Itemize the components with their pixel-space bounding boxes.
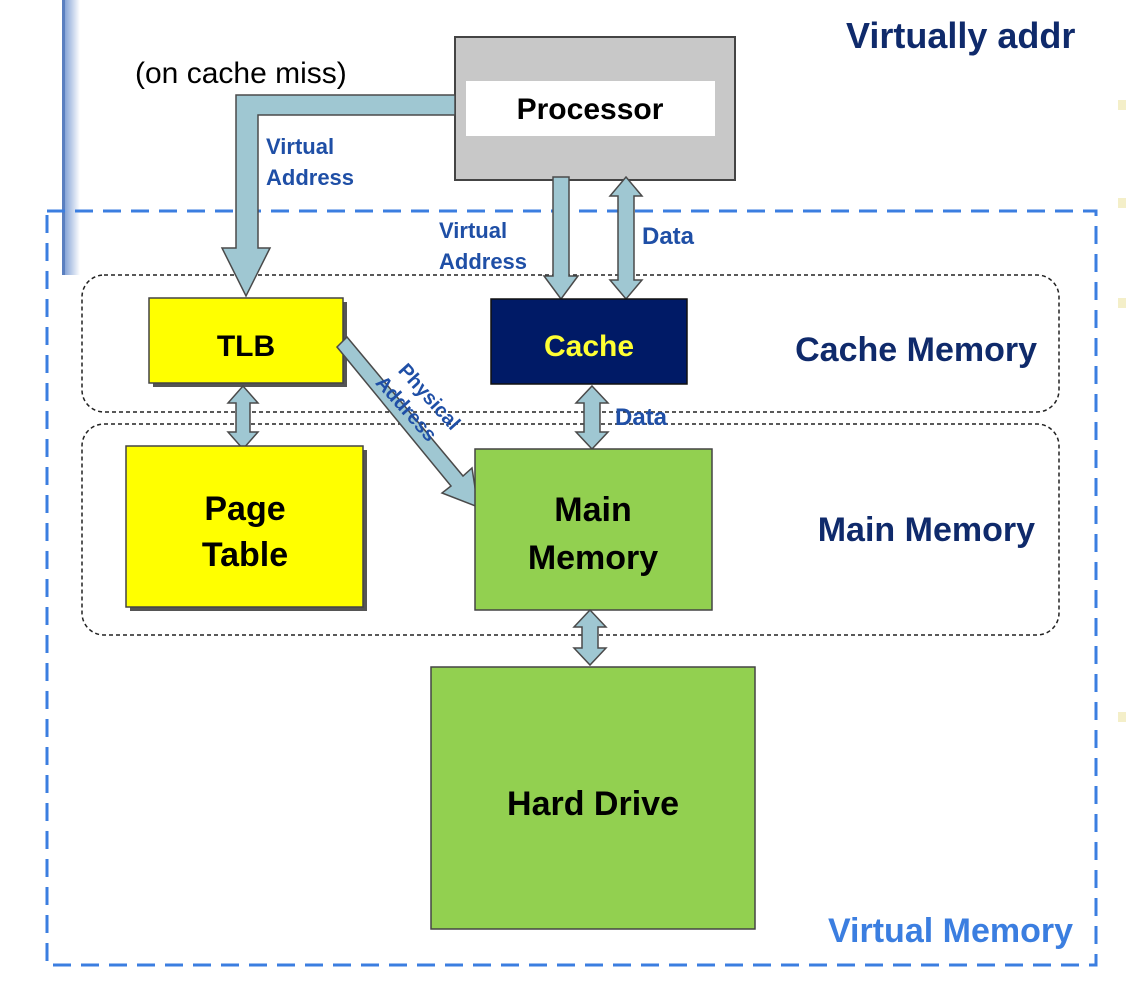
bullet-mark <box>1118 712 1126 722</box>
data-arrow-top <box>608 175 644 301</box>
cache-miss-label: (on cache miss) <box>135 57 347 90</box>
virtual-memory-label: Virtual Memory <box>828 912 1073 950</box>
hard-drive-box <box>430 666 756 930</box>
slide-side-bar <box>62 0 80 275</box>
processor-label-bg <box>466 81 715 136</box>
cache-memory-region <box>81 274 1060 413</box>
data-top-label: Data <box>642 223 695 250</box>
slide-title: Virtually addr <box>846 15 1075 56</box>
main-memory-hard-drive-arrow <box>572 608 608 667</box>
data-mid-label: Data <box>615 404 668 431</box>
virtual-address-center-line1: Virtual <box>439 218 507 243</box>
main-memory-box <box>474 448 713 611</box>
virtual-address-left-line1: Virtual <box>266 134 334 159</box>
page-table-line1: Page <box>204 490 285 528</box>
bullet-mark <box>1118 298 1126 308</box>
virtual-address-arrow <box>542 176 580 301</box>
virtual-address-center-line2: Address <box>439 249 527 274</box>
processor-label: Processor <box>517 93 664 126</box>
slide-side-line <box>62 0 65 275</box>
hard-drive-label: Hard Drive <box>507 785 679 823</box>
tlb-page-table-arrow <box>226 384 260 451</box>
page-table-box <box>125 445 364 608</box>
virtual-address-left-line2: Address <box>266 165 354 190</box>
virtual-memory-region <box>45 209 1098 967</box>
cache-miss-arrow <box>220 94 456 298</box>
main-memory-region <box>81 423 1060 636</box>
cache-memory-label: Cache Memory <box>795 331 1037 369</box>
tlb-label: TLB <box>217 330 275 363</box>
cache-box <box>490 298 688 385</box>
main-memory-region-label: Main Memory <box>818 511 1035 549</box>
cache-label: Cache <box>544 330 634 363</box>
bullet-mark <box>1118 198 1126 208</box>
cache-main-memory-arrow <box>574 384 610 451</box>
main-memory-line2: Memory <box>528 539 658 577</box>
page-table-line2: Table <box>202 536 288 574</box>
bullet-mark <box>1118 100 1126 110</box>
main-memory-line1: Main <box>554 491 631 529</box>
